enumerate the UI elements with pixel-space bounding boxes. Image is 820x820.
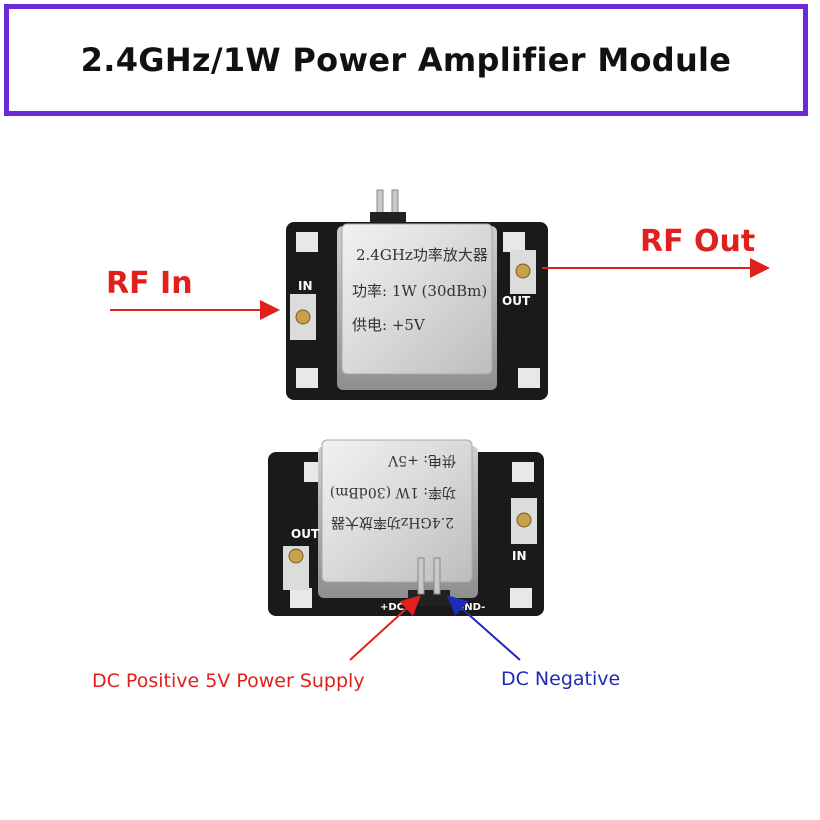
rf-in-label: RF In [106,266,193,301]
dc-negative-label: DC Negative [501,668,621,690]
module-bottom-text-1: 2.4GHz功率放大器 [331,514,454,531]
module-top-port-in: IN [298,279,313,293]
rf-out-label: RF Out [640,224,756,259]
module-bottom-pin-gnd: GND- [456,602,485,613]
page-title: 2.4GHz/1W Power Amplifier Module [80,41,732,79]
dc-negative-arrow [447,595,521,661]
module-bottom [268,439,544,616]
module-top-text-1: 2.4GHz功率放大器 [356,246,488,264]
module-bottom-text-3: 供电: +5V [387,452,456,468]
module-bottom-port-out: OUT [291,527,320,541]
module-bottom-pin-dc: +DC [380,602,404,613]
module-top-port-out: OUT [502,294,531,308]
module-top-text-2: 功率: 1W (30dBm) [352,282,487,300]
module-top-text-3: 供电: +5V [352,316,426,334]
module-top [286,189,548,400]
dc-positive-label: DC Positive 5V Power Supply [92,670,365,692]
module-bottom-text-2: 功率: 1W (30dBm) [330,484,456,501]
dc-positive-arrow [349,595,421,661]
title-banner: 2.4GHz/1W Power Amplifier Module [4,4,808,116]
module-bottom-port-in: IN [512,549,527,563]
